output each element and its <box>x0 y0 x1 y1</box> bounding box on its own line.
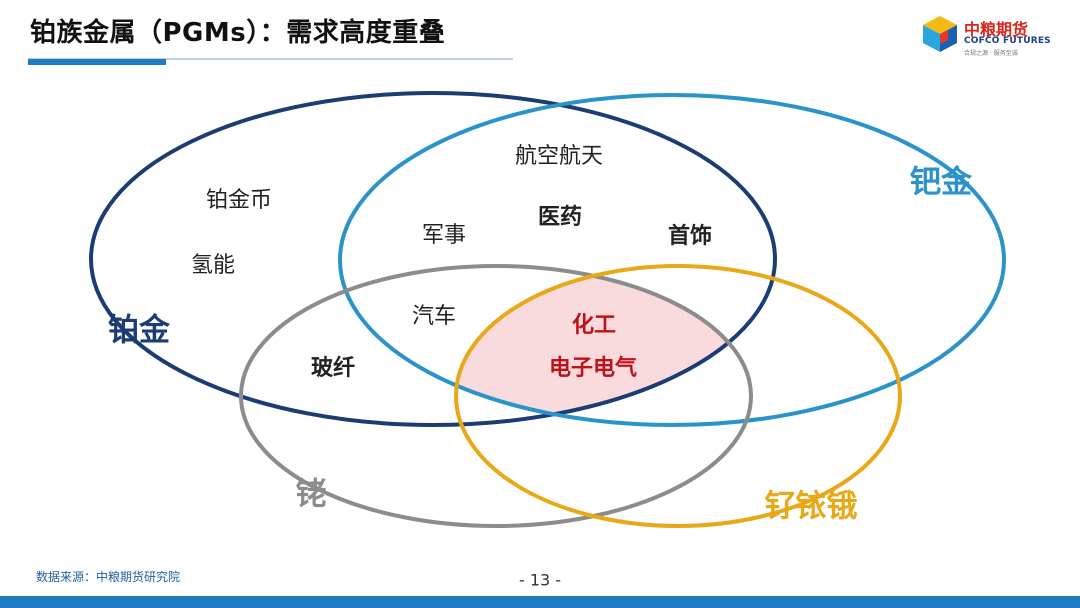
rhodium-ellipse <box>239 264 753 528</box>
label-glass-fiber: 玻纤 <box>310 356 356 381</box>
footer-bar <box>0 596 1080 608</box>
title-accent-bar <box>28 59 166 65</box>
platinum-ellipse <box>89 91 777 427</box>
label-chemical: 化工 <box>571 313 617 338</box>
label-electronics: 电子电气 <box>548 356 638 381</box>
label-automotive: 汽车 <box>411 304 457 329</box>
logo-cube-icon <box>923 16 957 52</box>
logo-name-cn: 中粮期货 <box>964 20 1029 39</box>
title-underline <box>28 58 513 60</box>
logo-name-en: COFCO FUTURES <box>964 36 1051 46</box>
label-platinum-coin: 铂金币 <box>205 188 273 213</box>
label-platinum: 铂金 <box>108 312 170 349</box>
label-rhodium: 铑 <box>295 476 327 513</box>
cofco-logo: 中粮期货 COFCO FUTURES 合规之源 · 服务至诚 <box>920 14 1060 60</box>
logo-slogan: 合规之源 · 服务至诚 <box>964 50 1018 57</box>
palladium-ellipse <box>338 93 1006 427</box>
label-minor-pgms: 钌铱锇 <box>764 488 858 525</box>
page-number: - 13 - <box>518 570 562 590</box>
label-military: 军事 <box>421 223 467 248</box>
page-title: 铂族金属（PGMs）：需求高度重叠 <box>30 18 446 48</box>
overlap-region <box>456 266 751 425</box>
minor-pgms-ellipse <box>454 264 902 528</box>
label-hydrogen: 氢能 <box>190 253 236 278</box>
label-jewelry: 首饰 <box>667 224 713 249</box>
label-palladium: 钯金 <box>910 164 972 201</box>
label-medicine: 医药 <box>537 205 583 230</box>
label-aerospace: 航空航天 <box>514 144 604 169</box>
data-source: 数据来源：中粮期货研究院 <box>36 570 181 584</box>
